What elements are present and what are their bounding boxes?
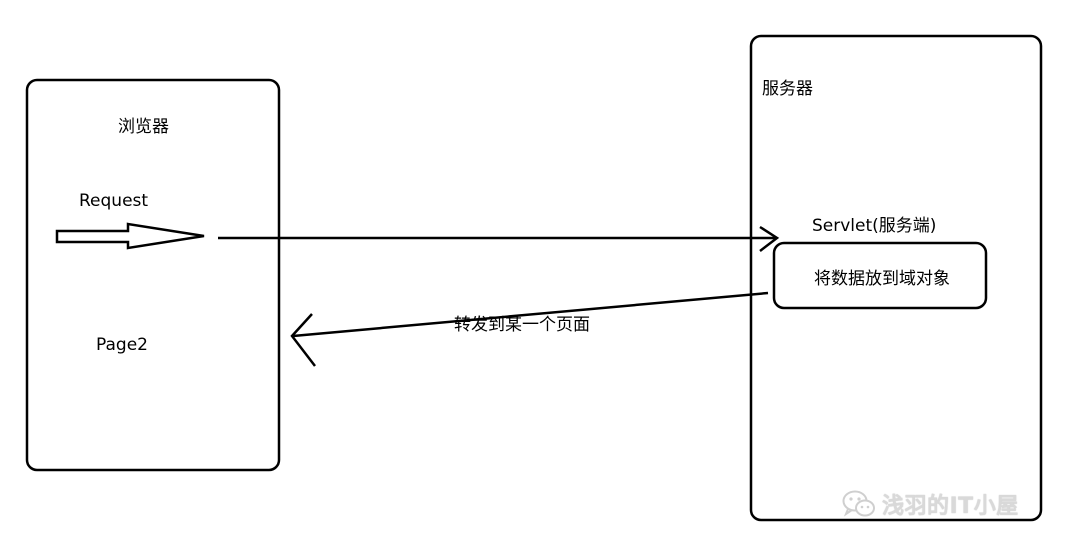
watermark: 浅羽的IT小屋 (842, 488, 1019, 520)
servlet-action-box (772, 241, 988, 310)
watermark-text: 浅羽的IT小屋 (882, 494, 1019, 519)
browser-title: 浏览器 (118, 117, 169, 137)
forward-line (292, 291, 769, 338)
request-arrowhead (759, 225, 780, 252)
request-label: Request (79, 191, 149, 211)
server-title: 服务器 (762, 79, 813, 99)
forward-label: 转发到某一个页面 (454, 315, 590, 335)
servlet-label: Servlet(服务端) (812, 216, 937, 236)
page2-label: Page2 (96, 335, 148, 355)
servlet-action-label: 将数据放到域对象 (814, 269, 950, 289)
request-hollow-arrow (55, 222, 205, 250)
forward-arrowhead (290, 313, 316, 367)
server-box (749, 34, 1043, 522)
wechat-icon (842, 490, 875, 517)
browser-box (25, 78, 281, 472)
